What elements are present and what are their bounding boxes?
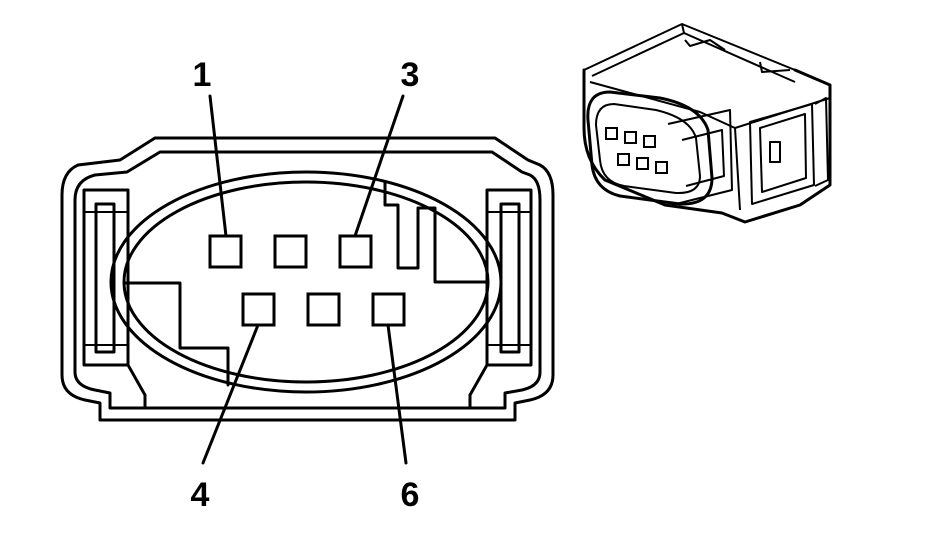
pin-label-4: 4	[191, 476, 210, 514]
pin-cavity-5	[306, 292, 341, 327]
key-step-lower-left	[123, 281, 230, 387]
pin-cavity-3	[338, 234, 373, 269]
pin-cavities	[208, 234, 406, 327]
right-latch	[468, 188, 533, 410]
pin-label-1: 1	[193, 56, 212, 94]
seal-ring-outer	[109, 170, 503, 394]
housing-inner	[73, 150, 542, 410]
connector-face-view: 1 3 4 6	[60, 56, 555, 514]
housing-outer	[60, 136, 555, 422]
leader-line-pin4	[201, 323, 260, 465]
leader-line-pin1	[208, 94, 228, 238]
pin-cavity-4	[241, 292, 276, 327]
connector-isometric-view	[582, 23, 832, 224]
key-notch-upper-right	[383, 180, 490, 284]
pin-cavity-2	[273, 234, 308, 269]
pin-label-6: 6	[401, 476, 420, 514]
pin-cavity-6	[371, 292, 406, 327]
left-latch	[82, 188, 147, 410]
pin-label-3: 3	[401, 56, 420, 94]
leader-line-pin6	[386, 323, 408, 465]
pin-cavity-1	[208, 234, 243, 269]
leader-line-pin3	[353, 94, 405, 238]
